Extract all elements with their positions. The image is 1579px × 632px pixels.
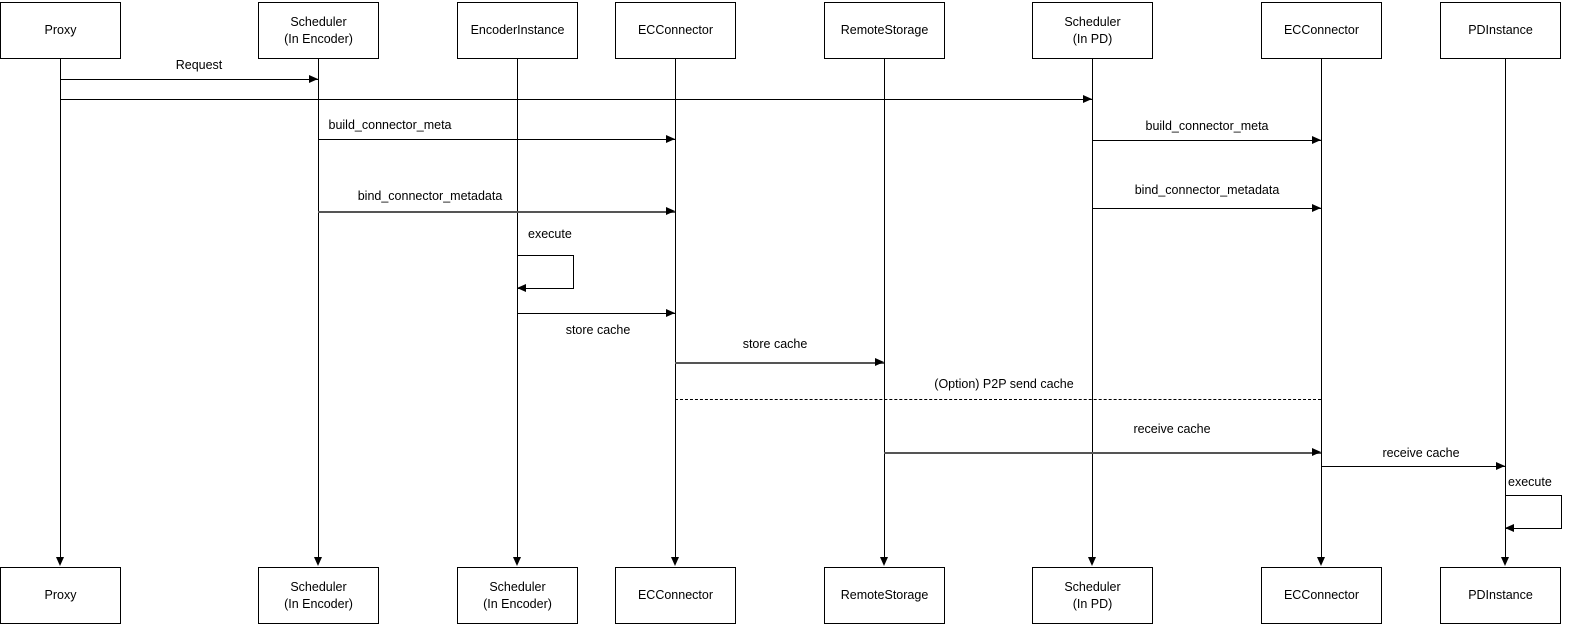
participant-box-bottom-encoder_inst[interactable]: Scheduler (In Encoder) bbox=[457, 567, 578, 624]
message-line-m5 bbox=[318, 211, 675, 213]
lifeline-end-arrow-encoder_inst bbox=[513, 557, 521, 566]
message-label-m5: bind_connector_metadata bbox=[357, 189, 503, 203]
participant-label: Scheduler bbox=[1064, 579, 1121, 594]
lifeline-end-arrow-sched_pd bbox=[1088, 557, 1096, 566]
participant-box-top-sched_pd[interactable]: Scheduler (In PD) bbox=[1032, 2, 1153, 59]
message-label-m1: Request bbox=[175, 58, 223, 72]
message-arrowhead-m6 bbox=[1312, 204, 1321, 212]
participant-label: ECConnector bbox=[1283, 23, 1360, 38]
message-line-m11 bbox=[1321, 466, 1505, 467]
message-line-m7 bbox=[517, 313, 675, 314]
participant-label: Proxy bbox=[44, 588, 77, 603]
lifeline-end-arrow-sched_enc bbox=[314, 557, 322, 566]
participant-box-bottom-pd_inst[interactable]: PDInstance bbox=[1440, 567, 1561, 624]
message-label-m11: receive cache bbox=[1382, 446, 1460, 460]
message-line-m2 bbox=[60, 99, 1092, 100]
participant-label: EncoderInstance bbox=[470, 23, 565, 38]
lifeline-encoder_inst bbox=[517, 59, 518, 557]
message-arrowhead-m5 bbox=[666, 207, 675, 215]
lifeline-sched_pd bbox=[1092, 59, 1093, 557]
participant-label: Scheduler bbox=[1064, 14, 1121, 29]
self-call-label-s1: execute bbox=[528, 227, 572, 241]
message-arrowhead-m4 bbox=[1312, 136, 1321, 144]
participant-box-bottom-sched_enc[interactable]: Scheduler (In Encoder) bbox=[258, 567, 379, 624]
message-line-m9 bbox=[675, 399, 1321, 400]
lifeline-ecconn_enc bbox=[675, 59, 676, 557]
lifeline-end-arrow-pd_inst bbox=[1501, 557, 1509, 566]
participant-box-top-sched_enc[interactable]: Scheduler (In Encoder) bbox=[258, 2, 379, 59]
participant-sublabel: (In PD) bbox=[1072, 31, 1113, 46]
message-label-m9: (Option) P2P send cache bbox=[934, 377, 1074, 391]
participant-sublabel: (In Encoder) bbox=[483, 596, 552, 611]
message-arrowhead-m11 bbox=[1496, 462, 1505, 470]
participant-sublabel: (In Encoder) bbox=[284, 596, 353, 611]
message-arrowhead-m10 bbox=[1312, 448, 1321, 456]
participant-box-top-ecconn_pd[interactable]: ECConnector bbox=[1261, 2, 1382, 59]
self-call-arrowhead-s1 bbox=[517, 284, 526, 292]
self-call-label-s2: execute bbox=[1508, 475, 1552, 489]
participant-label: ECConnector bbox=[637, 588, 714, 603]
message-line-m6 bbox=[1092, 208, 1321, 209]
participant-box-top-encoder_inst[interactable]: EncoderInstance bbox=[457, 2, 578, 59]
lifeline-proxy bbox=[60, 59, 61, 557]
message-line-m10 bbox=[884, 452, 1321, 454]
lifeline-end-arrow-remote bbox=[880, 557, 888, 566]
participant-label: Proxy bbox=[44, 23, 77, 38]
message-label-m4: build_connector_meta bbox=[1145, 119, 1269, 133]
participant-box-bottom-ecconn_pd[interactable]: ECConnector bbox=[1261, 567, 1382, 624]
lifeline-ecconn_pd bbox=[1321, 59, 1322, 557]
participant-box-bottom-remote[interactable]: RemoteStorage bbox=[824, 567, 945, 624]
self-call-loop-s2 bbox=[1505, 495, 1562, 529]
message-label-m6: bind_connector_metadata bbox=[1134, 183, 1280, 197]
participant-label: ECConnector bbox=[637, 23, 714, 38]
lifeline-sched_enc bbox=[318, 59, 319, 557]
participant-label: RemoteStorage bbox=[840, 588, 929, 603]
lifeline-end-arrow-proxy bbox=[56, 557, 64, 566]
participant-box-bottom-ecconn_enc[interactable]: ECConnector bbox=[615, 567, 736, 624]
participant-sublabel: (In PD) bbox=[1072, 596, 1113, 611]
participant-label: Scheduler bbox=[290, 579, 347, 594]
participant-label: PDInstance bbox=[1468, 588, 1533, 603]
lifeline-pd_inst bbox=[1505, 59, 1506, 557]
message-arrowhead-m1 bbox=[309, 75, 318, 83]
message-line-m4 bbox=[1092, 140, 1321, 141]
participant-sublabel: (In Encoder) bbox=[284, 31, 353, 46]
participant-box-bottom-proxy[interactable]: Proxy bbox=[0, 567, 121, 624]
message-label-m7: store cache bbox=[565, 323, 631, 337]
message-label-m10: receive cache bbox=[1133, 422, 1211, 436]
participant-label: Scheduler bbox=[489, 579, 546, 594]
message-arrowhead-m7 bbox=[666, 309, 675, 317]
participant-box-top-remote[interactable]: RemoteStorage bbox=[824, 2, 945, 59]
participant-box-top-pd_inst[interactable]: PDInstance bbox=[1440, 2, 1561, 59]
message-line-m1 bbox=[60, 79, 318, 80]
message-label-m3: build_connector_meta bbox=[328, 118, 452, 132]
message-arrowhead-m3 bbox=[666, 135, 675, 143]
participant-label: ECConnector bbox=[1283, 588, 1360, 603]
participant-label: Scheduler bbox=[290, 14, 347, 29]
message-line-m8 bbox=[675, 362, 884, 364]
message-line-m3 bbox=[318, 139, 675, 140]
message-arrowhead-m2 bbox=[1083, 95, 1092, 103]
lifeline-end-arrow-ecconn_enc bbox=[671, 557, 679, 566]
message-label-m8: store cache bbox=[742, 337, 808, 351]
message-arrowhead-m8 bbox=[875, 358, 884, 366]
participant-box-top-ecconn_enc[interactable]: ECConnector bbox=[615, 2, 736, 59]
lifeline-remote bbox=[884, 59, 885, 557]
lifeline-end-arrow-ecconn_pd bbox=[1317, 557, 1325, 566]
participant-box-bottom-sched_pd[interactable]: Scheduler (In PD) bbox=[1032, 567, 1153, 624]
self-call-loop-s1 bbox=[517, 255, 574, 289]
participant-box-top-proxy[interactable]: Proxy bbox=[0, 2, 121, 59]
participant-label: RemoteStorage bbox=[840, 23, 929, 38]
self-call-arrowhead-s2 bbox=[1505, 524, 1514, 532]
participant-label: PDInstance bbox=[1468, 23, 1533, 38]
